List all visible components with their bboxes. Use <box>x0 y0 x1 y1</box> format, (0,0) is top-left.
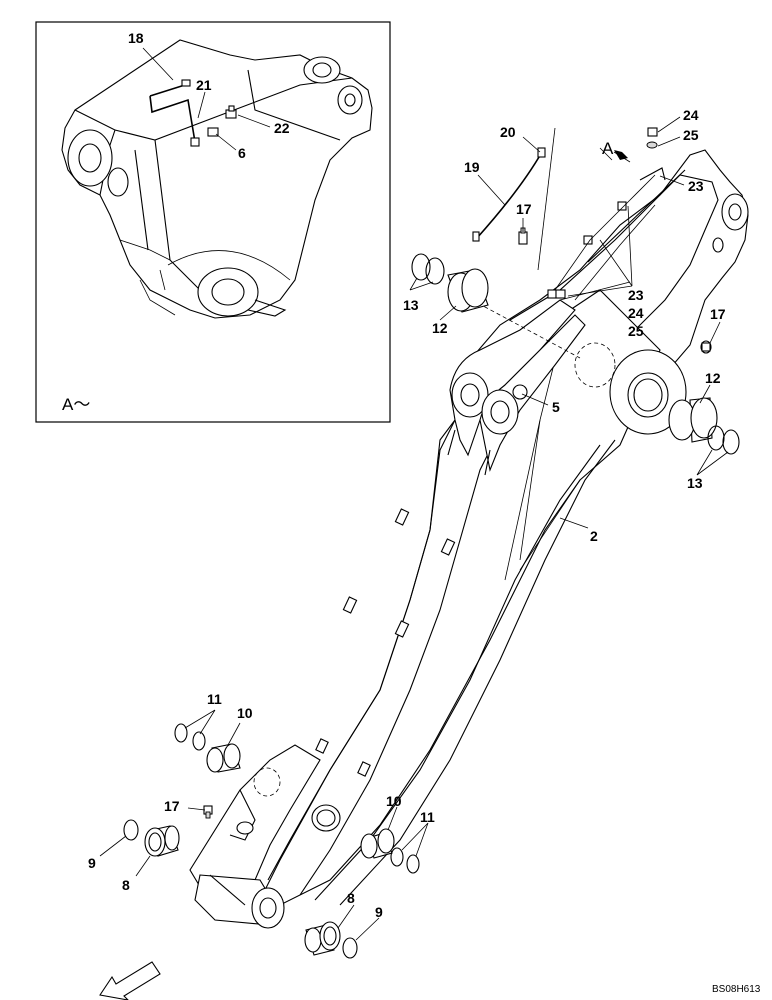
part-label-5: 5 <box>552 399 560 415</box>
part-label-25-mid: 25 <box>628 323 644 339</box>
leader-21 <box>197 91 206 119</box>
part-label-17-upper: 17 <box>516 201 532 217</box>
hose-routing-line <box>537 127 556 271</box>
part-label-13-upper: 13 <box>403 297 419 313</box>
part-label-13-right: 13 <box>687 475 703 491</box>
part-label-8-right: 8 <box>347 890 355 906</box>
part-label-10-right: 10 <box>386 793 402 809</box>
leader-22 <box>237 114 271 128</box>
part-label-23-mid: 23 <box>628 287 644 303</box>
part-label-22: 22 <box>274 120 290 136</box>
part-label-2: 2 <box>590 528 598 544</box>
bushing-8-right <box>304 921 341 956</box>
drawing-code: BS08H613 <box>712 984 761 995</box>
part-label-12-upper: 12 <box>432 320 448 336</box>
part-label-23-top: 23 <box>688 178 704 194</box>
detail-fitting-22 <box>225 105 237 119</box>
front-direction-arrow-icon <box>99 961 161 1000</box>
view-arrow-marker <box>614 150 628 160</box>
part-label-11-right: 11 <box>420 809 435 825</box>
part-label-10-left: 10 <box>237 705 253 721</box>
bushing-10-left <box>206 743 241 773</box>
part-label-18: 18 <box>128 30 144 46</box>
part-label-8-left: 8 <box>122 877 130 893</box>
detail-frame <box>35 21 391 423</box>
part-label-24-top: 24 <box>683 107 699 123</box>
bushing-8-left <box>144 825 180 857</box>
detail-view-a: 18 21 22 6 A～ <box>35 21 391 423</box>
part-label-6: 6 <box>238 145 246 161</box>
seals-13-upper <box>411 253 445 285</box>
part-label-17-right: 17 <box>710 306 726 322</box>
detail-casting <box>61 39 373 319</box>
part-label-19: 19 <box>464 159 480 175</box>
part-label-17-lower: 17 <box>164 798 180 814</box>
bushing-12-right <box>668 397 718 443</box>
grease-fitting-17-lower <box>203 805 213 819</box>
part-label-11-left: 11 <box>207 691 222 707</box>
part-label-9-left: 9 <box>88 855 96 871</box>
arm-assembly <box>189 149 749 929</box>
part-label-25-top: 25 <box>683 127 699 143</box>
bolt-24-washer-25-top <box>646 127 658 149</box>
hose-19 <box>472 151 543 242</box>
seals-11-left <box>174 723 206 751</box>
part-label-20: 20 <box>500 124 516 140</box>
seals-13-right <box>707 425 740 455</box>
clamp-23-top <box>639 167 666 181</box>
detail-view-label: A～ <box>62 395 90 414</box>
fitting-20 <box>537 147 546 158</box>
body-grease-fitting <box>701 342 711 352</box>
leader-18 <box>142 47 174 81</box>
seals-11-right <box>390 847 420 874</box>
part-label-21: 21 <box>196 77 212 93</box>
view-arrow-label: A <box>602 139 614 158</box>
leader-6 <box>215 133 237 151</box>
seal-9-right <box>342 937 358 959</box>
part-label-24-mid: 24 <box>628 305 644 321</box>
part-label-12-right: 12 <box>705 370 721 386</box>
detail-pipe-end <box>190 137 200 147</box>
detail-clamp <box>181 79 191 87</box>
leader-lines <box>99 116 729 941</box>
seal-9-left <box>123 819 139 841</box>
pipe-clamps <box>315 201 627 777</box>
clamp-set-mid <box>555 281 631 301</box>
detail-fitting-6 <box>207 127 219 137</box>
part-label-9-right: 9 <box>375 904 383 920</box>
bushing-12-upper <box>447 268 489 313</box>
